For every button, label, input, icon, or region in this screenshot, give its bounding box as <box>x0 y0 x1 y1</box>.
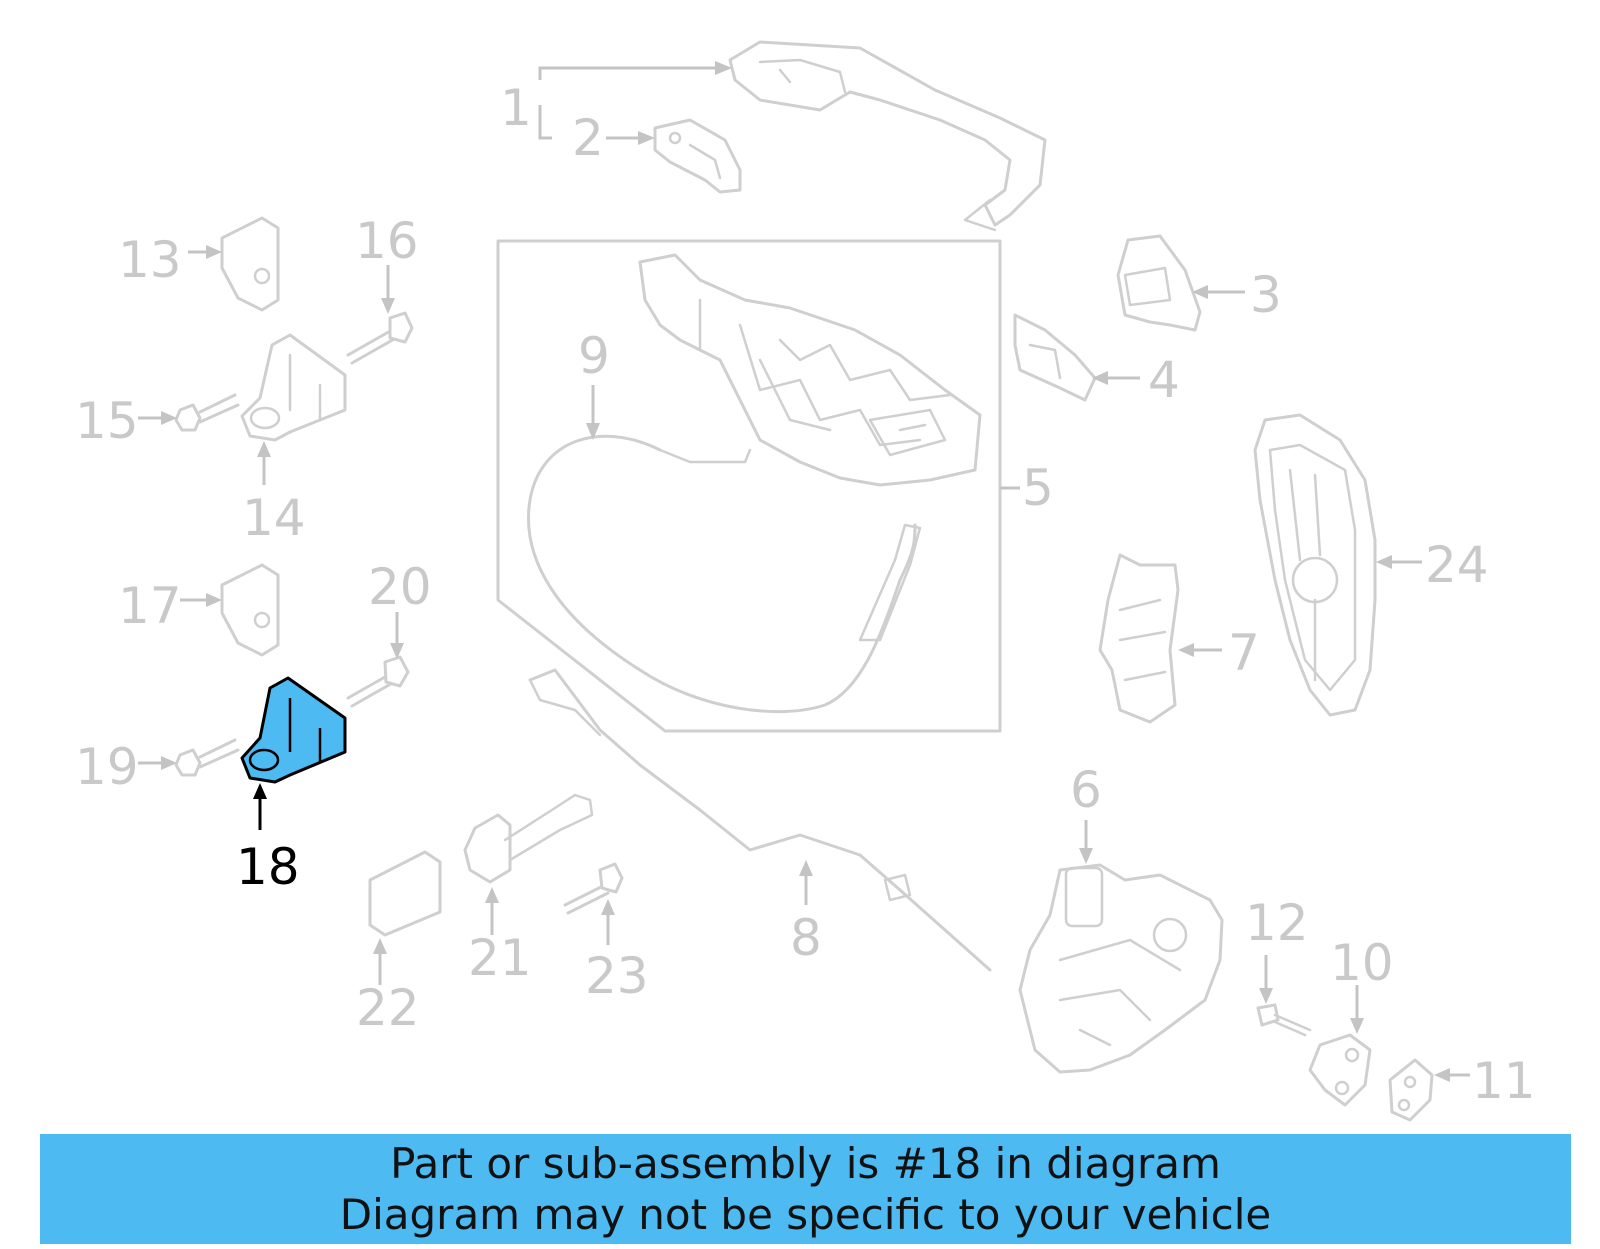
leader-13 <box>188 245 222 259</box>
hinge-part-17 <box>220 563 280 657</box>
callout-21: 21 <box>468 929 532 987</box>
check-strap-part-21 <box>463 793 594 884</box>
leader-6 <box>1079 820 1093 864</box>
gasket-part-11 <box>1388 1058 1434 1122</box>
bolt-part-19 <box>174 738 240 777</box>
leader-18 <box>253 783 267 830</box>
bracket-part-7 <box>1098 553 1180 724</box>
leader-12 <box>1259 955 1273 1004</box>
callout-1: 1 <box>500 79 532 137</box>
callout-15: 15 <box>75 392 139 450</box>
callout-20: 20 <box>368 558 432 616</box>
callout-7: 7 <box>1228 624 1260 682</box>
leader-15 <box>138 411 177 425</box>
callout-10: 10 <box>1330 934 1394 992</box>
bolt-part-16 <box>346 311 414 365</box>
callout-4: 4 <box>1148 351 1180 409</box>
plate-part-10 <box>1308 1033 1372 1107</box>
leader-3 <box>1192 285 1245 299</box>
leader-21 <box>485 887 499 935</box>
hinge-part-13 <box>220 216 280 312</box>
bolt-part-12 <box>1256 1003 1312 1037</box>
banner-line-part-number: Part or sub-assembly is #18 in diagram <box>390 1139 1221 1188</box>
lock-actuator-part-6 <box>1018 863 1224 1074</box>
callout-6: 6 <box>1070 761 1102 819</box>
trim-cover-part-3 <box>1116 234 1202 332</box>
leader-4 <box>1092 371 1140 385</box>
leader-11 <box>1434 1068 1470 1082</box>
bolt-part-15 <box>174 393 240 432</box>
callout-13: 13 <box>118 231 182 289</box>
callout-2: 2 <box>572 109 604 167</box>
callout-11: 11 <box>1472 1052 1536 1110</box>
hinge-bracket-part-18-highlighted <box>240 676 347 784</box>
cable-part-8 <box>528 668 992 972</box>
leader-2 <box>606 131 655 145</box>
callout-9: 9 <box>578 327 610 385</box>
callout-3: 3 <box>1250 266 1282 324</box>
leader-14 <box>257 441 271 485</box>
bolt-part-20 <box>346 655 410 708</box>
leader-16 <box>381 265 395 314</box>
gasket-part-4 <box>1013 313 1097 402</box>
callout-14: 14 <box>242 489 306 547</box>
leader-23 <box>601 899 615 945</box>
callout-12: 12 <box>1245 894 1309 952</box>
leader-1 <box>538 61 732 140</box>
leader-7 <box>1178 643 1222 657</box>
leader-24 <box>1376 555 1422 569</box>
callout-24: 24 <box>1425 536 1489 594</box>
leader-10 <box>1350 985 1364 1034</box>
callout-5: 5 <box>1022 459 1054 517</box>
callout-16: 16 <box>355 212 419 270</box>
leader-8 <box>799 860 813 905</box>
callout-23: 23 <box>585 947 649 1005</box>
callout-8: 8 <box>790 909 822 967</box>
bolt-part-23 <box>563 862 624 915</box>
leader-9 <box>586 385 600 440</box>
info-banner: Part or sub-assembly is #18 in diagram D… <box>40 1134 1571 1244</box>
seal-plate-part-24 <box>1253 413 1377 717</box>
callout-18: 18 <box>236 838 300 896</box>
seal-part-22 <box>368 850 442 937</box>
callout-22: 22 <box>356 979 420 1037</box>
leader-22 <box>373 938 387 985</box>
hinge-bracket-part-14 <box>240 333 347 442</box>
handle-cap-part-2 <box>653 118 742 194</box>
leader-17 <box>180 593 222 607</box>
callout-19: 19 <box>75 738 139 796</box>
banner-line-disclaimer: Diagram may not be specific to your vehi… <box>339 1190 1272 1239</box>
callout-17: 17 <box>118 577 182 635</box>
leader-19 <box>138 756 177 770</box>
leader-20 <box>390 612 404 659</box>
door-handle-part-1 <box>728 40 1047 232</box>
latch-assembly-box-part-5 <box>496 239 1020 733</box>
